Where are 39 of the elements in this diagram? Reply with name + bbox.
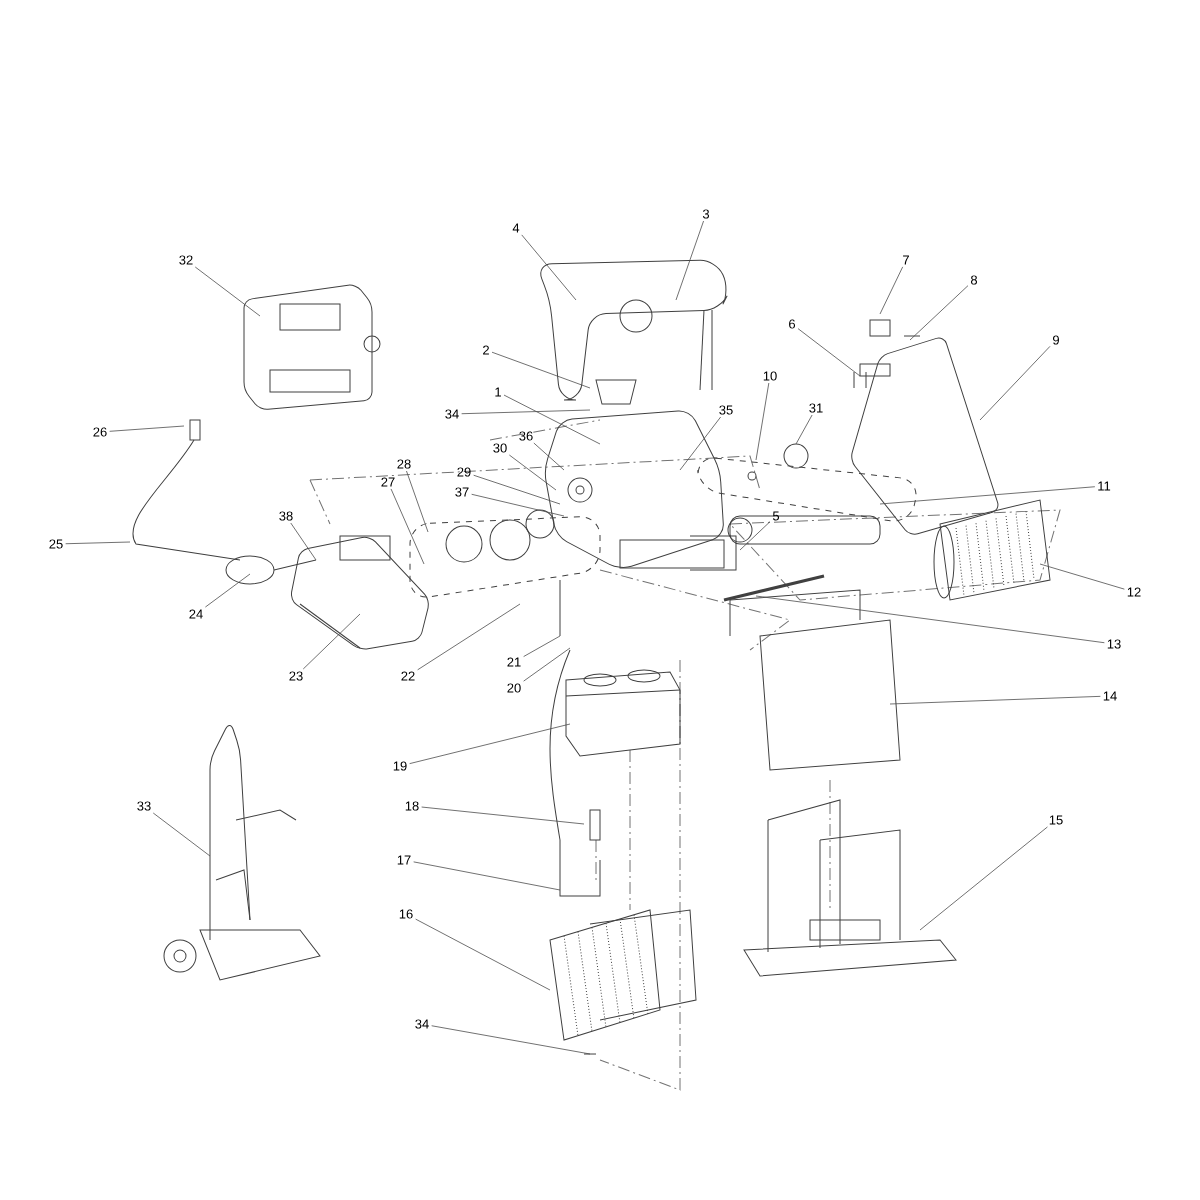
leader-line [65,541,131,545]
leader-line [755,595,1105,644]
leader-line [409,723,571,765]
leader-line [406,470,429,533]
leader-line [889,695,1101,705]
leader-line [879,266,904,315]
leader-line [431,1025,591,1055]
leader-line [473,474,561,505]
leader-line [109,425,185,432]
leader-line [679,416,722,471]
leader-line [491,351,591,389]
leader-line [390,488,425,565]
leader-line [194,266,261,317]
leader-line [290,522,317,561]
leader-line [508,454,557,491]
leader-line [675,220,704,301]
leader-line [523,647,571,682]
leader-line [879,486,1096,505]
leader-line [302,613,361,670]
leader-line [755,382,770,461]
leader-line [979,345,1051,421]
leader-line [795,414,813,445]
leader-line [204,573,251,608]
leader-line [503,394,601,445]
leader-line [919,826,1048,931]
leader-line [471,493,565,517]
leader-line [739,521,771,551]
leader-line [521,234,577,301]
leader-line [533,442,565,471]
leader-line [413,861,561,891]
leader-line [415,918,551,991]
leader-line [909,285,969,341]
leader-line [797,328,861,377]
leader-line [417,603,521,671]
leader-line [421,806,585,825]
leader-line [1039,563,1125,590]
leader-line [523,635,561,657]
leader-line [461,409,591,415]
leader-line [152,812,211,857]
